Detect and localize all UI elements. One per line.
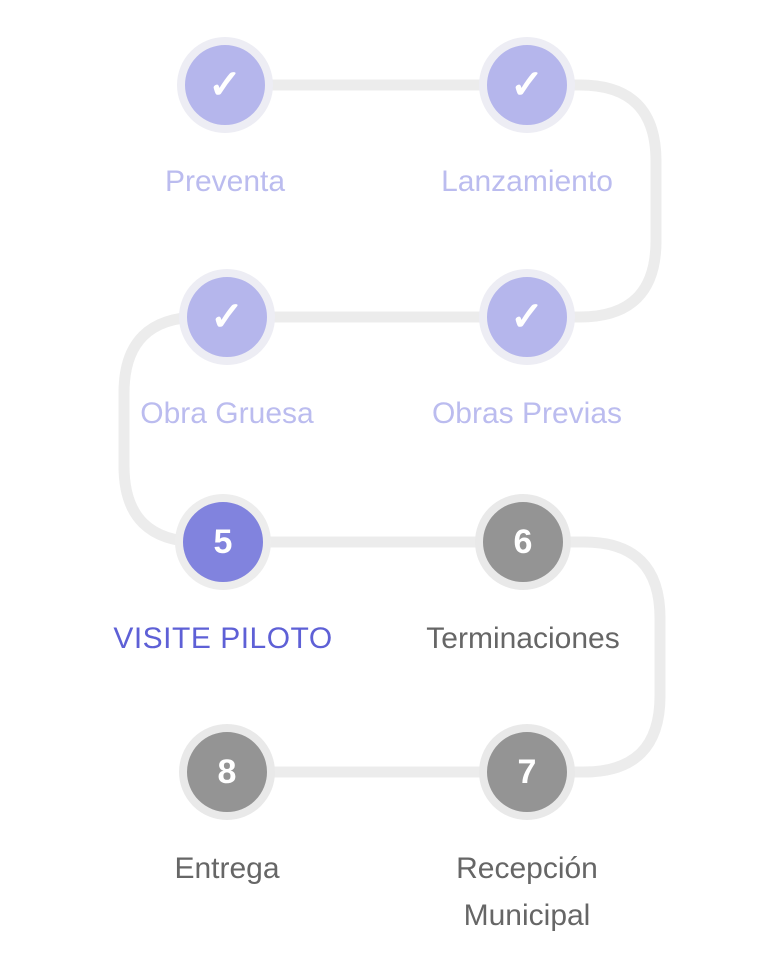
step-circle: ✓ [479, 37, 575, 133]
step-label: Recepción Municipal [456, 852, 598, 932]
step-node-recepcion-municipal: 7 Recepción Municipal [367, 724, 687, 939]
step-circle: 7 [479, 724, 575, 820]
step-circle: ✓ [179, 269, 275, 365]
step-label: Entrega [174, 852, 280, 885]
step-number: 7 [517, 753, 537, 791]
step-circle: ✓ [177, 37, 273, 133]
step-circle: 8 [179, 724, 275, 820]
step-node-obras-previas: ✓ Obras Previas [367, 269, 687, 438]
step-node-preventa: ✓ Preventa [65, 37, 385, 206]
step-node-visite-piloto: 5 VISITE PILOTO [63, 494, 383, 663]
step-number: 5 [213, 523, 233, 561]
serpentine-connector-line [118, 79, 666, 778]
step-label: Lanzamiento [441, 165, 613, 198]
check-icon: ✓ [510, 63, 544, 107]
step-node-terminaciones: 6 Terminaciones [363, 494, 683, 663]
step-label: Obra Gruesa [140, 397, 314, 430]
step-label: Obras Previas [431, 397, 623, 430]
step-circle: 6 [475, 494, 571, 590]
step-label: Terminaciones [426, 622, 620, 655]
step-node-entrega: 8 Entrega [67, 724, 387, 893]
step-node-lanzamiento: ✓ Lanzamiento [367, 37, 687, 206]
step-label: Preventa [164, 165, 286, 198]
step-label: VISITE PILOTO [113, 622, 333, 655]
step-number: 6 [513, 523, 533, 561]
step-circle: ✓ [479, 269, 575, 365]
step-number: 8 [217, 753, 237, 791]
check-icon: ✓ [208, 63, 242, 107]
check-icon: ✓ [210, 295, 244, 339]
check-icon: ✓ [510, 295, 544, 339]
step-circle: 5 [175, 494, 271, 590]
step-node-obra-gruesa: ✓ Obra Gruesa [67, 269, 387, 438]
